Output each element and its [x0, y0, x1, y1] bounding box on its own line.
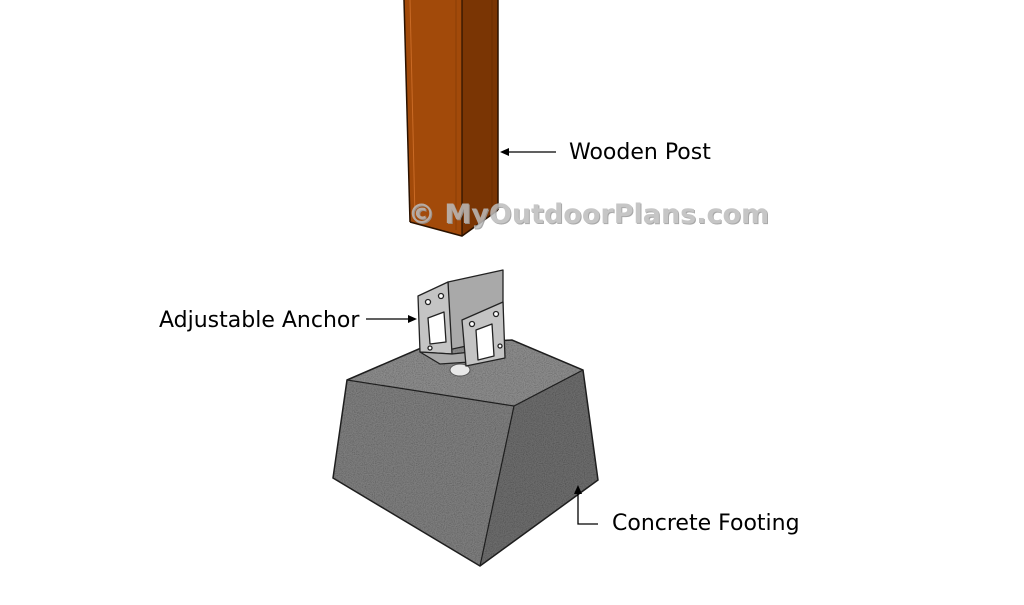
- post-edge-line: [403, 0, 411, 223]
- watermark: © MyOutdoorPlans.com: [408, 199, 770, 230]
- anchor-slot: [427, 311, 447, 345]
- footing-side-face: [480, 370, 598, 566]
- anchor-hole: [468, 320, 476, 328]
- footing-front-face: [333, 380, 514, 566]
- anchor-leader-arrow: [408, 315, 417, 323]
- post-side-face: [462, 0, 498, 236]
- post-bottom-edge: [409, 209, 499, 237]
- anchor-hole: [497, 343, 503, 349]
- post-chamfer-line: [409, 0, 416, 219]
- anchor-hole: [424, 298, 432, 306]
- footing-edge: [479, 405, 515, 567]
- concrete-footing: [332, 339, 599, 567]
- anchor-hole: [427, 345, 433, 351]
- anchor-bolt-head: [449, 363, 471, 377]
- footing-leader-line: [577, 490, 598, 525]
- post-leader-arrow: [500, 148, 509, 156]
- concrete-footing-label: Concrete Footing: [612, 511, 800, 536]
- anchor-hole: [492, 310, 500, 318]
- post-front-face: [404, 0, 462, 236]
- adjustable-anchor: [417, 269, 506, 367]
- footing-leader-arrow: [574, 485, 582, 494]
- wooden-post: [403, 0, 499, 237]
- anchor-hole: [437, 292, 445, 300]
- anchor-slot: [475, 323, 495, 361]
- leader-lines: [366, 148, 598, 525]
- adjustable-anchor-label: Adjustable Anchor: [159, 308, 360, 333]
- wooden-post-label: Wooden Post: [569, 140, 711, 165]
